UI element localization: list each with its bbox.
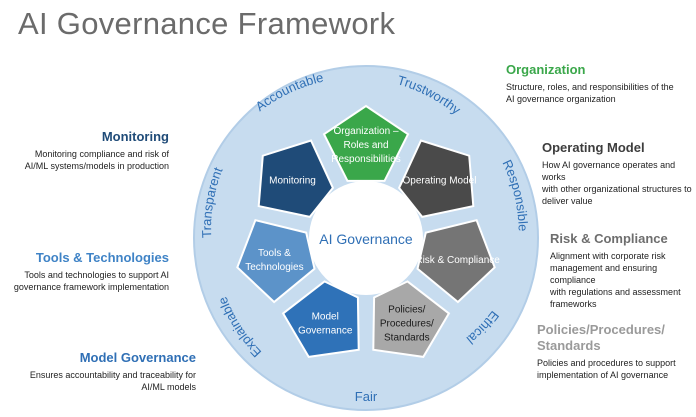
segment-policies-label: Policies/ (388, 305, 425, 316)
desc-monitoring-text: Monitoring compliance and risk of AI/ML … (24, 149, 169, 171)
segment-policies-label: Procedures/ (380, 319, 434, 330)
page-title: AI Governance Framework (18, 6, 396, 41)
desc-model-governance-heading: Model Governance (79, 350, 196, 365)
segment-risk-compliance-label: Risk & Compliance (415, 255, 500, 266)
desc-policies-heading: Policies/Procedures/ Standards (537, 322, 665, 353)
segment-organization-label: Roles and (343, 140, 388, 151)
desc-organization-text: Structure, roles, and responsibilities o… (506, 82, 674, 104)
desc-organization-heading: Organization (506, 62, 586, 77)
segment-tools (236, 219, 316, 304)
principle-fair: Fair (355, 389, 378, 404)
segment-model-governance-label: Governance (298, 326, 353, 337)
desc-tools: Tools & Technologies Tools and technolog… (0, 250, 169, 293)
desc-policies-text: Policies and procedures to support imple… (537, 358, 676, 380)
segment-operating-model (397, 139, 475, 219)
segment-policies-label: Standards (384, 333, 430, 344)
desc-policies: Policies/Procedures/ Standards Policies … (537, 322, 694, 381)
desc-operating-model-heading: Operating Model (542, 140, 645, 155)
desc-monitoring: Monitoring Monitoring compliance and ris… (0, 129, 169, 172)
desc-model-governance-text: Ensures accountability and traceability … (29, 370, 196, 392)
segment-monitoring-label: Monitoring (269, 175, 316, 186)
segment-operating-model-label: Operating Model (403, 175, 477, 186)
desc-risk-compliance: Risk & Compliance Alignment with corpora… (550, 231, 694, 310)
desc-monitoring-heading: Monitoring (101, 129, 169, 144)
desc-tools-text: Tools and technologies to support AI gov… (13, 270, 169, 292)
center-label: AI Governance (319, 231, 413, 247)
desc-tools-heading: Tools & Technologies (35, 250, 169, 265)
segment-risk-compliance (416, 219, 496, 304)
desc-organization: Organization Structure, roles, and respo… (506, 62, 692, 105)
desc-risk-compliance-heading: Risk & Compliance (550, 231, 668, 246)
desc-operating-model-text: How AI governance operates and works wit… (542, 160, 692, 206)
segment-model-governance-label: Model (312, 312, 339, 323)
desc-risk-compliance-text: Alignment with corporate risk management… (550, 251, 681, 309)
desc-operating-model: Operating Model How AI governance operat… (542, 140, 692, 207)
segment-tools-label: Tools & (258, 248, 291, 259)
segment-organization-label: Organization – (333, 126, 398, 137)
segment-policies (372, 280, 451, 358)
segment-organization (322, 104, 410, 182)
segment-monitoring (257, 139, 335, 219)
segment-model-governance (281, 280, 360, 358)
center-circle (309, 181, 423, 295)
segment-organization-label: Responsibilities (331, 154, 400, 165)
desc-model-governance: Model Governance Ensures accountability … (6, 350, 196, 393)
segment-tools-label: Technologies (245, 262, 303, 273)
